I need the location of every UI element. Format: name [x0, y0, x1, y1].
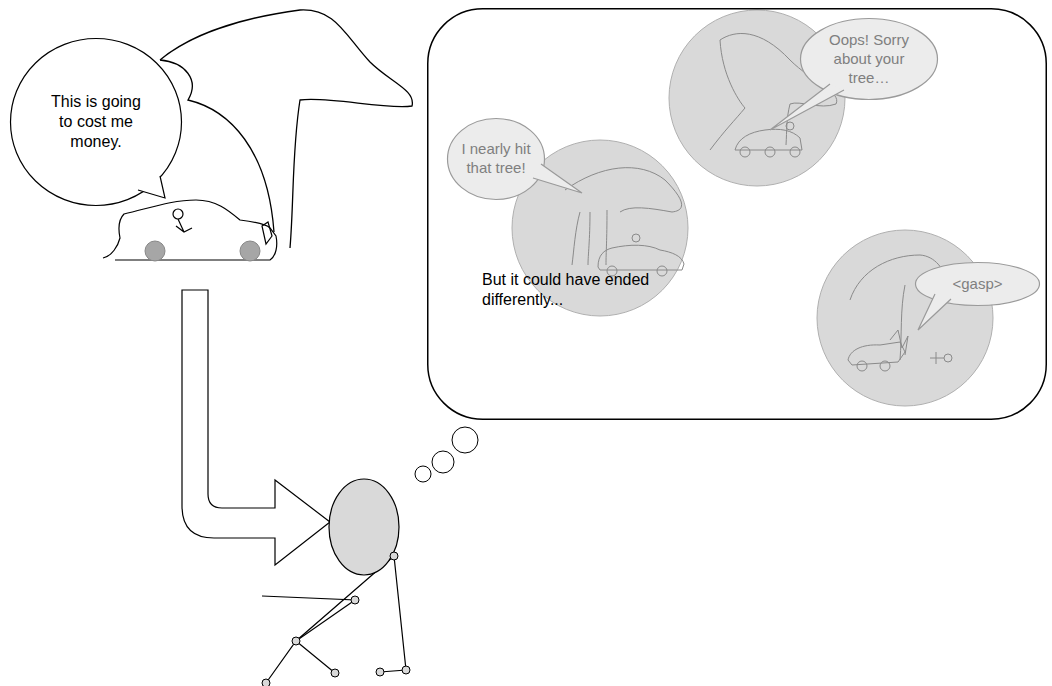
- speech-bubble: This is going to cost me money.: [10, 38, 182, 206]
- flow-arrow: [182, 290, 330, 565]
- bubble-text: This is going to cost me money.: [51, 92, 141, 152]
- bubble-text: Oops! Sorry about your tree…: [819, 31, 919, 87]
- wheel: [240, 241, 260, 261]
- stick-figure: [262, 556, 406, 683]
- tree-drawing: [160, 10, 412, 248]
- bubble-text: I nearly hit that tree!: [461, 140, 531, 178]
- thought-dots: [415, 427, 478, 482]
- speech-bubble: <gasp>: [915, 262, 1040, 306]
- node-outline: [427, 8, 1047, 420]
- wheel: [145, 241, 165, 261]
- speech-bubble: Oops! Sorry about your tree…: [800, 18, 938, 100]
- figure-head: [329, 479, 399, 575]
- thought-box: But it could have ended differently... I …: [427, 8, 1047, 420]
- joints: [262, 552, 410, 686]
- scenario-circles: [512, 10, 993, 406]
- bubble-text: <gasp>: [928, 275, 1028, 294]
- car-drawing: [103, 200, 277, 260]
- speech-bubble: I nearly hit that tree!: [447, 118, 545, 200]
- bubble-text: But it could have ended differently...: [482, 270, 657, 310]
